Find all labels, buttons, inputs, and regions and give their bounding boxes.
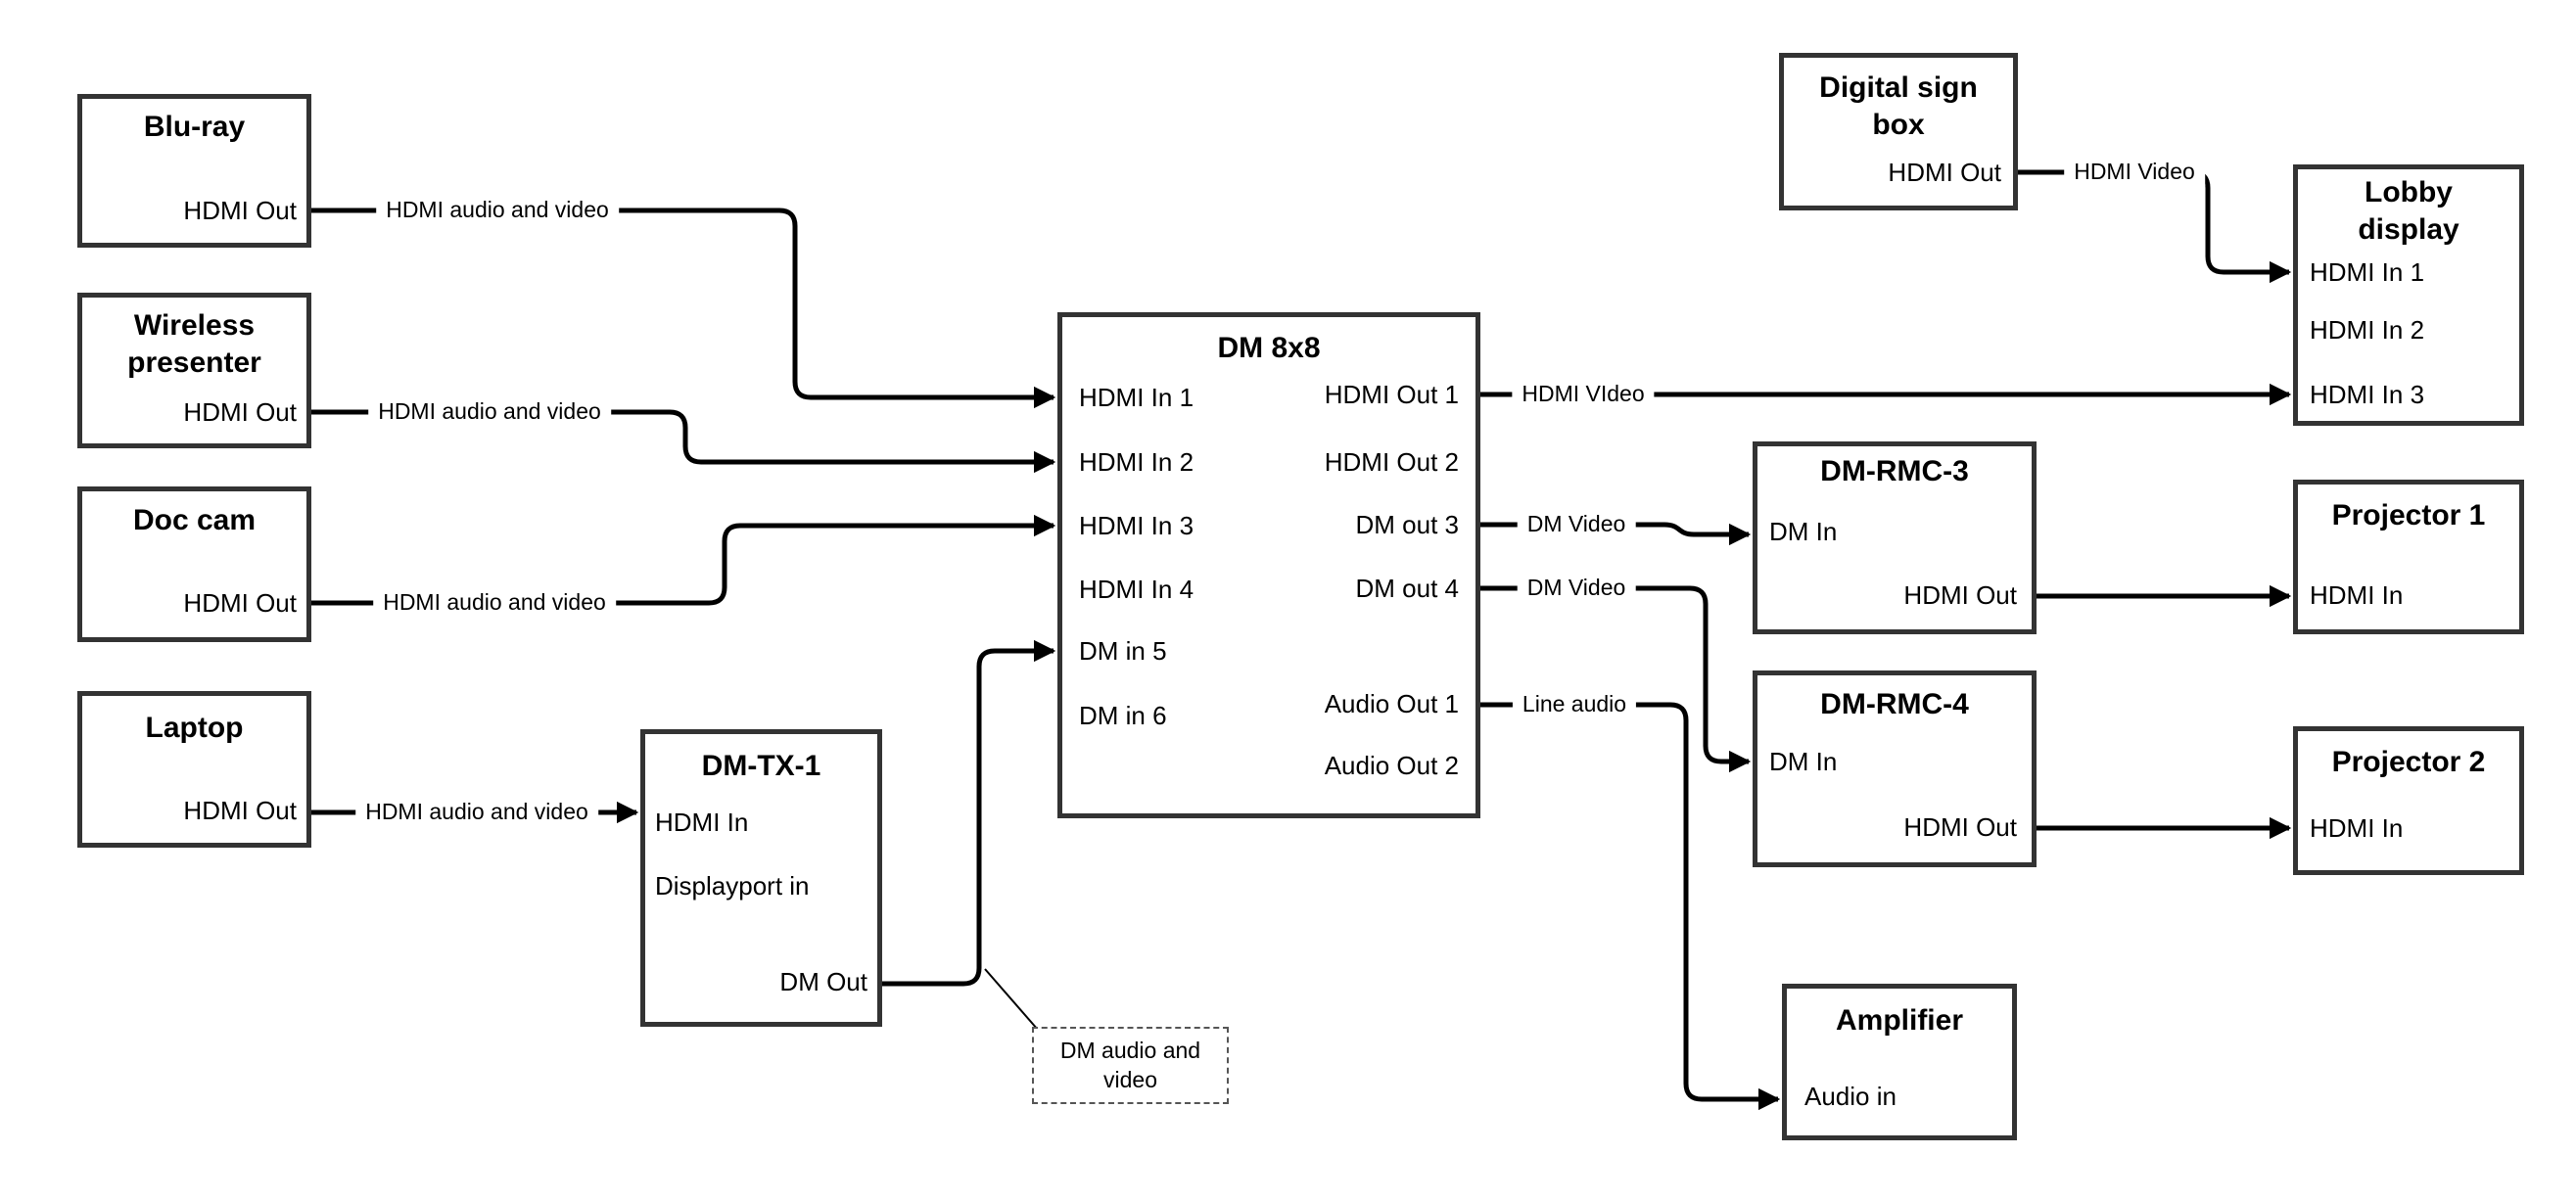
doc-cam-port-hdmi-out: HDMI Out	[183, 588, 297, 618]
lobby-display-port-hdmi-in-3: HDMI In 3	[2310, 380, 2425, 409]
wireless-presenter-box: Wireless presenter HDMI Out	[77, 293, 311, 448]
projector-1-box: Projector 1 HDMI In	[2293, 480, 2524, 634]
digital-sign-box-port-hdmi-out: HDMI Out	[1888, 158, 2001, 187]
dm-rmc-3-title: DM-RMC-3	[1820, 455, 1969, 487]
dm-rmc-3-port-dm-in: DM In	[1769, 517, 1838, 546]
projector-1-title: Projector 1	[2331, 499, 2486, 531]
projector-2-title: Projector 2	[2331, 746, 2486, 778]
wire-bluray-to-dm8x8-hdmi-in-1	[311, 208, 1056, 409]
dm-tx-1-port-hdmi-in: HDMI In	[655, 808, 749, 837]
dm-tx-1-box: DM-TX-1 HDMI In Displayport in DM Out	[640, 729, 882, 1027]
amplifier-port-audio-in: Audio in	[1804, 1082, 1897, 1111]
bluray-title: Blu-ray	[143, 111, 246, 143]
dm-rmc-4-box: DM-RMC-4 DM In HDMI Out	[1753, 670, 2037, 867]
dm-8x8-box: DM 8x8 HDMI In 1 HDMI In 2 HDMI In 3 HDM…	[1057, 312, 1480, 818]
dm-audio-video-callout: DM audio and video	[1032, 1027, 1229, 1104]
laptop-title: Laptop	[145, 712, 244, 744]
lobby-display-box: Lobby display HDMI In 1 HDMI In 2 HDMI I…	[2293, 164, 2524, 426]
lobby-display-title: Lobby display	[2358, 176, 2459, 246]
wire-label-digital-sign: HDMI Video	[2064, 159, 2205, 186]
wire-label-hdmi-out-1: HDMI VIdeo	[1512, 381, 1655, 408]
amplifier-title: Amplifier	[1835, 1004, 1964, 1037]
dm-8x8-port-hdmi-in-1: HDMI In 1	[1079, 383, 1194, 412]
wire-digital-sign-to-lobby-hdmi-in-1	[2018, 169, 2292, 284]
dm-8x8-port-dm-in-6: DM in 6	[1079, 701, 1167, 730]
dm-8x8-port-hdmi-in-4: HDMI In 4	[1079, 575, 1194, 604]
dm-rmc-3-port-hdmi-out: HDMI Out	[1903, 580, 2017, 610]
projector-2-port-hdmi-in: HDMI In	[2310, 813, 2404, 843]
bluray-box: Blu-ray HDMI Out	[77, 94, 311, 248]
lobby-display-port-hdmi-in-2: HDMI In 2	[2310, 315, 2425, 345]
wireless-presenter-title: Wireless presenter	[127, 309, 261, 379]
amplifier-box: Amplifier Audio in	[1782, 984, 2017, 1140]
projector-2-box: Projector 2 HDMI In	[2293, 726, 2524, 875]
doc-cam-box: Doc cam HDMI Out	[77, 486, 311, 642]
dm-8x8-port-audio-out-2: Audio Out 2	[1324, 751, 1459, 780]
dm-8x8-port-hdmi-out-1: HDMI Out 1	[1324, 380, 1459, 409]
wire-label-bluray: HDMI audio and video	[376, 197, 619, 224]
wire-label-doc-cam: HDMI audio and video	[373, 589, 616, 617]
lobby-display-port-hdmi-in-1: HDMI In 1	[2310, 257, 2425, 287]
wire-label-dm-out-3: DM Video	[1517, 511, 1636, 538]
wire-label-audio-out-1: Line audio	[1512, 691, 1637, 718]
dm-rmc-4-title: DM-RMC-4	[1820, 688, 1969, 720]
dm-tx-1-port-displayport-in: Displayport in	[655, 871, 810, 901]
projector-1-port-hdmi-in: HDMI In	[2310, 580, 2404, 610]
dm-8x8-port-hdmi-out-2: HDMI Out 2	[1324, 447, 1459, 477]
wire-label-dm-out-4: DM Video	[1517, 575, 1636, 602]
wire-label-wireless: HDMI audio and video	[368, 398, 611, 426]
wire-wireless-to-dm8x8-hdmi-in-2	[311, 409, 1056, 474]
callout-leader-line	[984, 968, 1039, 1031]
dm-8x8-title: DM 8x8	[1217, 332, 1321, 364]
dm-rmc-4-port-hdmi-out: HDMI Out	[1903, 812, 2017, 842]
dm-rmc-3-box: DM-RMC-3 DM In HDMI Out	[1753, 441, 2037, 634]
wire-dm8x8-dm-out-3-to-dm-rmc-3-dm-in	[1480, 522, 1752, 546]
dm-tx-1-title: DM-TX-1	[701, 750, 821, 782]
dm-rmc-4-port-dm-in: DM In	[1769, 747, 1838, 776]
wire-label-laptop: HDMI audio and video	[355, 799, 598, 826]
dm-tx-1-port-dm-out: DM Out	[779, 967, 867, 996]
dm-8x8-port-dm-out-3: DM out 3	[1355, 510, 1460, 539]
wire-dm8x8-audio-out-1-to-amplifier-audio-in	[1480, 702, 1781, 1111]
digital-sign-box: Digital sign box HDMI Out	[1779, 53, 2018, 210]
dm-8x8-port-audio-out-1: Audio Out 1	[1324, 689, 1459, 718]
bluray-port-hdmi-out: HDMI Out	[183, 196, 297, 225]
wire-dm-tx-1-dm-out-to-dm8x8-dm-in-5	[882, 639, 1056, 987]
wireless-presenter-port-hdmi-out: HDMI Out	[183, 397, 297, 427]
laptop-box: Laptop HDMI Out	[77, 691, 311, 848]
dm-8x8-port-hdmi-in-3: HDMI In 3	[1079, 511, 1194, 540]
laptop-port-hdmi-out: HDMI Out	[183, 796, 297, 825]
digital-sign-box-title: Digital sign box	[1819, 71, 1978, 141]
dm-8x8-port-hdmi-in-2: HDMI In 2	[1079, 447, 1194, 477]
dm-8x8-port-dm-in-5: DM in 5	[1079, 636, 1167, 666]
wire-dm8x8-dm-out-4-to-dm-rmc-4-dm-in	[1480, 585, 1752, 773]
dm-8x8-port-dm-out-4: DM out 4	[1355, 574, 1460, 603]
wire-doc-cam-to-dm8x8-hdmi-in-3	[311, 514, 1056, 606]
doc-cam-title: Doc cam	[132, 504, 257, 536]
